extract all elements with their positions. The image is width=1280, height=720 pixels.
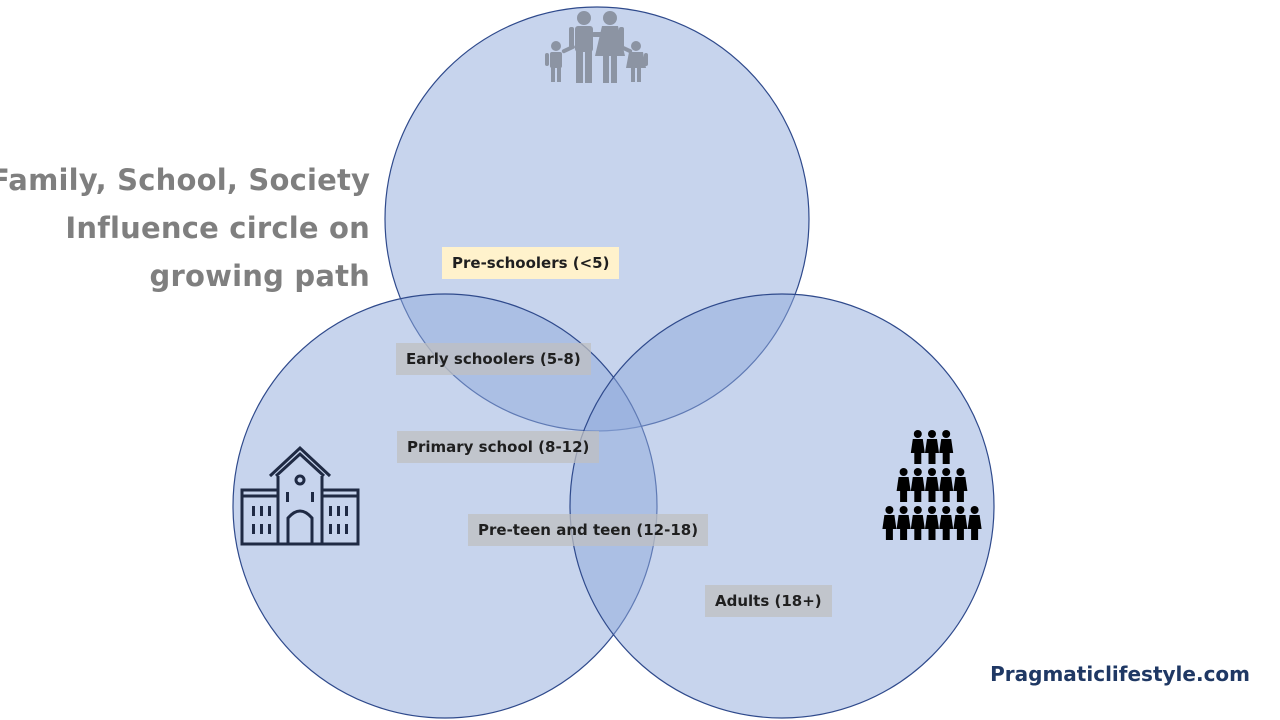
diagram-title: Family, School, Society Influence circle…	[0, 156, 370, 300]
crowd-person	[953, 468, 968, 502]
stage-label-teens: Pre-teen and teen (12-18)	[468, 514, 709, 546]
brand-website: Pragmaticlifestyle.com	[990, 662, 1250, 686]
crowd-person	[967, 506, 982, 540]
stage-label-early-schoolers: Early schoolers (5-8)	[396, 343, 591, 375]
crowd-person	[925, 468, 939, 502]
crowd-person	[925, 430, 939, 464]
school-building-icon	[240, 445, 360, 546]
crowd-person	[910, 506, 925, 540]
family-icon	[545, 11, 648, 83]
title-line-1: Family, School, Society	[0, 163, 371, 197]
crowd-person	[896, 468, 911, 502]
crowd-person	[939, 506, 954, 540]
society-circle	[569, 293, 995, 719]
crowd-person	[939, 468, 954, 502]
stage-label-preschoolers: Pre-schoolers (<5)	[442, 247, 620, 279]
crowd-person	[882, 506, 897, 540]
stage-label-adults: Adults (18+)	[705, 585, 832, 617]
crowd-icon	[882, 430, 982, 540]
crowd-person	[910, 468, 925, 502]
title-line-3: growing path	[149, 259, 370, 293]
crowd-person	[896, 506, 911, 540]
crowd-person	[910, 430, 925, 464]
crowd-person	[925, 506, 939, 540]
crowd-person	[953, 506, 968, 540]
title-line-2: Influence circle on	[65, 211, 370, 245]
stage-label-primary-school: Primary school (8-12)	[397, 431, 600, 463]
crowd-person	[939, 430, 954, 464]
